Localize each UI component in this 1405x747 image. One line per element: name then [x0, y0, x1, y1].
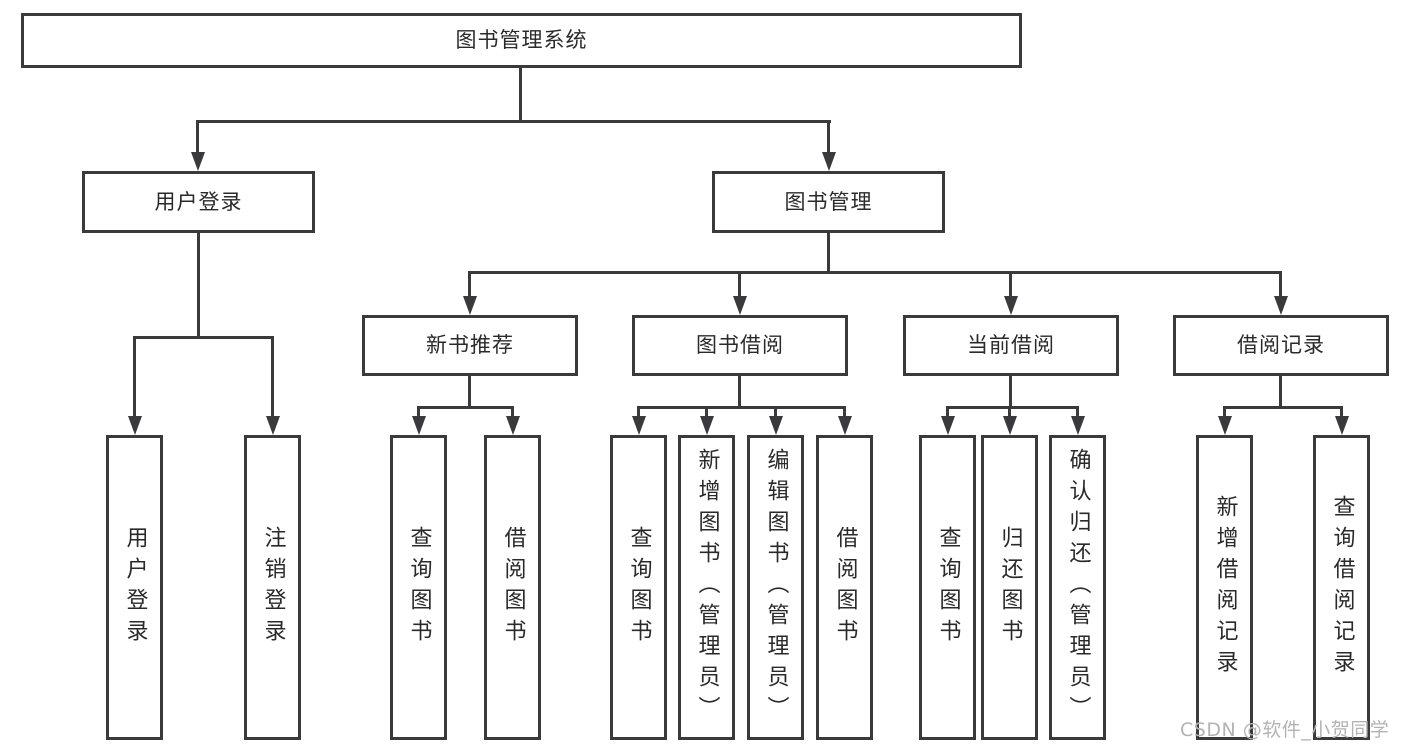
edge-line [133, 336, 136, 418]
leaf-return-books: 归还图书 [981, 435, 1038, 740]
arrow-down-icon [769, 416, 783, 435]
leaf-confirm-return-admin: 确认归还（管理员） [1049, 435, 1106, 740]
edge-line [519, 68, 522, 121]
edge-line [1223, 406, 1343, 409]
node-new-book-recommend: 新书推荐 [362, 315, 578, 376]
edge-line [1340, 406, 1343, 418]
edge-line [637, 406, 640, 418]
edge-line [271, 336, 274, 418]
edge-line [637, 406, 846, 409]
arrow-down-icon [733, 296, 747, 315]
arrow-down-icon [632, 416, 646, 435]
arrow-down-icon [822, 152, 836, 171]
node-user-login: 用户登录 [82, 171, 315, 233]
edge-line [946, 406, 949, 418]
edge-line [1009, 271, 1012, 298]
edge-line [946, 406, 1079, 409]
edge-line [1009, 376, 1012, 409]
leaf-query-books-recommend: 查询图书 [390, 435, 447, 740]
edge-line [511, 406, 514, 418]
edge-line [843, 406, 846, 418]
leaf-borrow-books: 借阅图书 [816, 435, 873, 740]
leaf-edit-books-admin: 编辑图书（管理员） [747, 435, 804, 740]
arrow-down-icon [700, 416, 714, 435]
edge-line [468, 376, 471, 409]
leaf-borrow-books-recommend: 借阅图书 [484, 435, 541, 740]
edge-line [417, 406, 514, 409]
node-borrowing-records: 借阅记录 [1173, 315, 1389, 376]
node-book-borrowing: 图书借阅 [632, 315, 848, 376]
edge-line [196, 120, 831, 123]
edge-line [197, 233, 200, 339]
arrow-down-icon [191, 152, 205, 171]
edge-line [827, 120, 830, 153]
arrow-down-icon [266, 416, 280, 435]
leaf-user-login: 用户登录 [106, 435, 163, 740]
edge-line [827, 233, 830, 272]
arrow-down-icon [463, 296, 477, 315]
edge-line [196, 120, 199, 153]
arrow-down-icon [1335, 416, 1349, 435]
edge-line [738, 271, 741, 298]
edge-line [1076, 406, 1079, 418]
edge-line [133, 336, 274, 339]
edge-line [1279, 271, 1282, 298]
arrow-down-icon [1003, 416, 1017, 435]
arrow-down-icon [506, 416, 520, 435]
edge-line [468, 271, 1282, 274]
leaf-query-borrow-record: 查询借阅记录 [1313, 435, 1370, 740]
edge-line [468, 271, 471, 298]
edge-line [738, 376, 741, 409]
arrow-down-icon [128, 416, 142, 435]
arrow-down-icon [1004, 296, 1018, 315]
node-book-management: 图书管理 [712, 171, 945, 233]
csdn-watermark: CSDN @软件_小贺同学 [1180, 719, 1390, 741]
leaf-query-books-current: 查询图书 [919, 435, 976, 740]
arrow-down-icon [1071, 416, 1085, 435]
edge-line [705, 406, 708, 418]
edge-line [417, 406, 420, 418]
leaf-query-books-borrowing: 查询图书 [610, 435, 667, 740]
edge-line [774, 406, 777, 418]
leaf-add-borrow-record: 新增借阅记录 [1196, 435, 1253, 740]
leaf-add-books-admin: 新增图书（管理员） [678, 435, 735, 740]
node-current-borrowing: 当前借阅 [903, 315, 1119, 376]
edge-line [1279, 376, 1282, 409]
node-library-management-system: 图书管理系统 [21, 13, 1022, 68]
arrow-down-icon [1218, 416, 1232, 435]
edge-line [1008, 406, 1011, 418]
arrow-down-icon [412, 416, 426, 435]
edge-line [1223, 406, 1226, 418]
arrow-down-icon [1274, 296, 1288, 315]
leaf-logout: 注销登录 [244, 435, 301, 740]
arrow-down-icon [838, 416, 852, 435]
arrow-down-icon [941, 416, 955, 435]
